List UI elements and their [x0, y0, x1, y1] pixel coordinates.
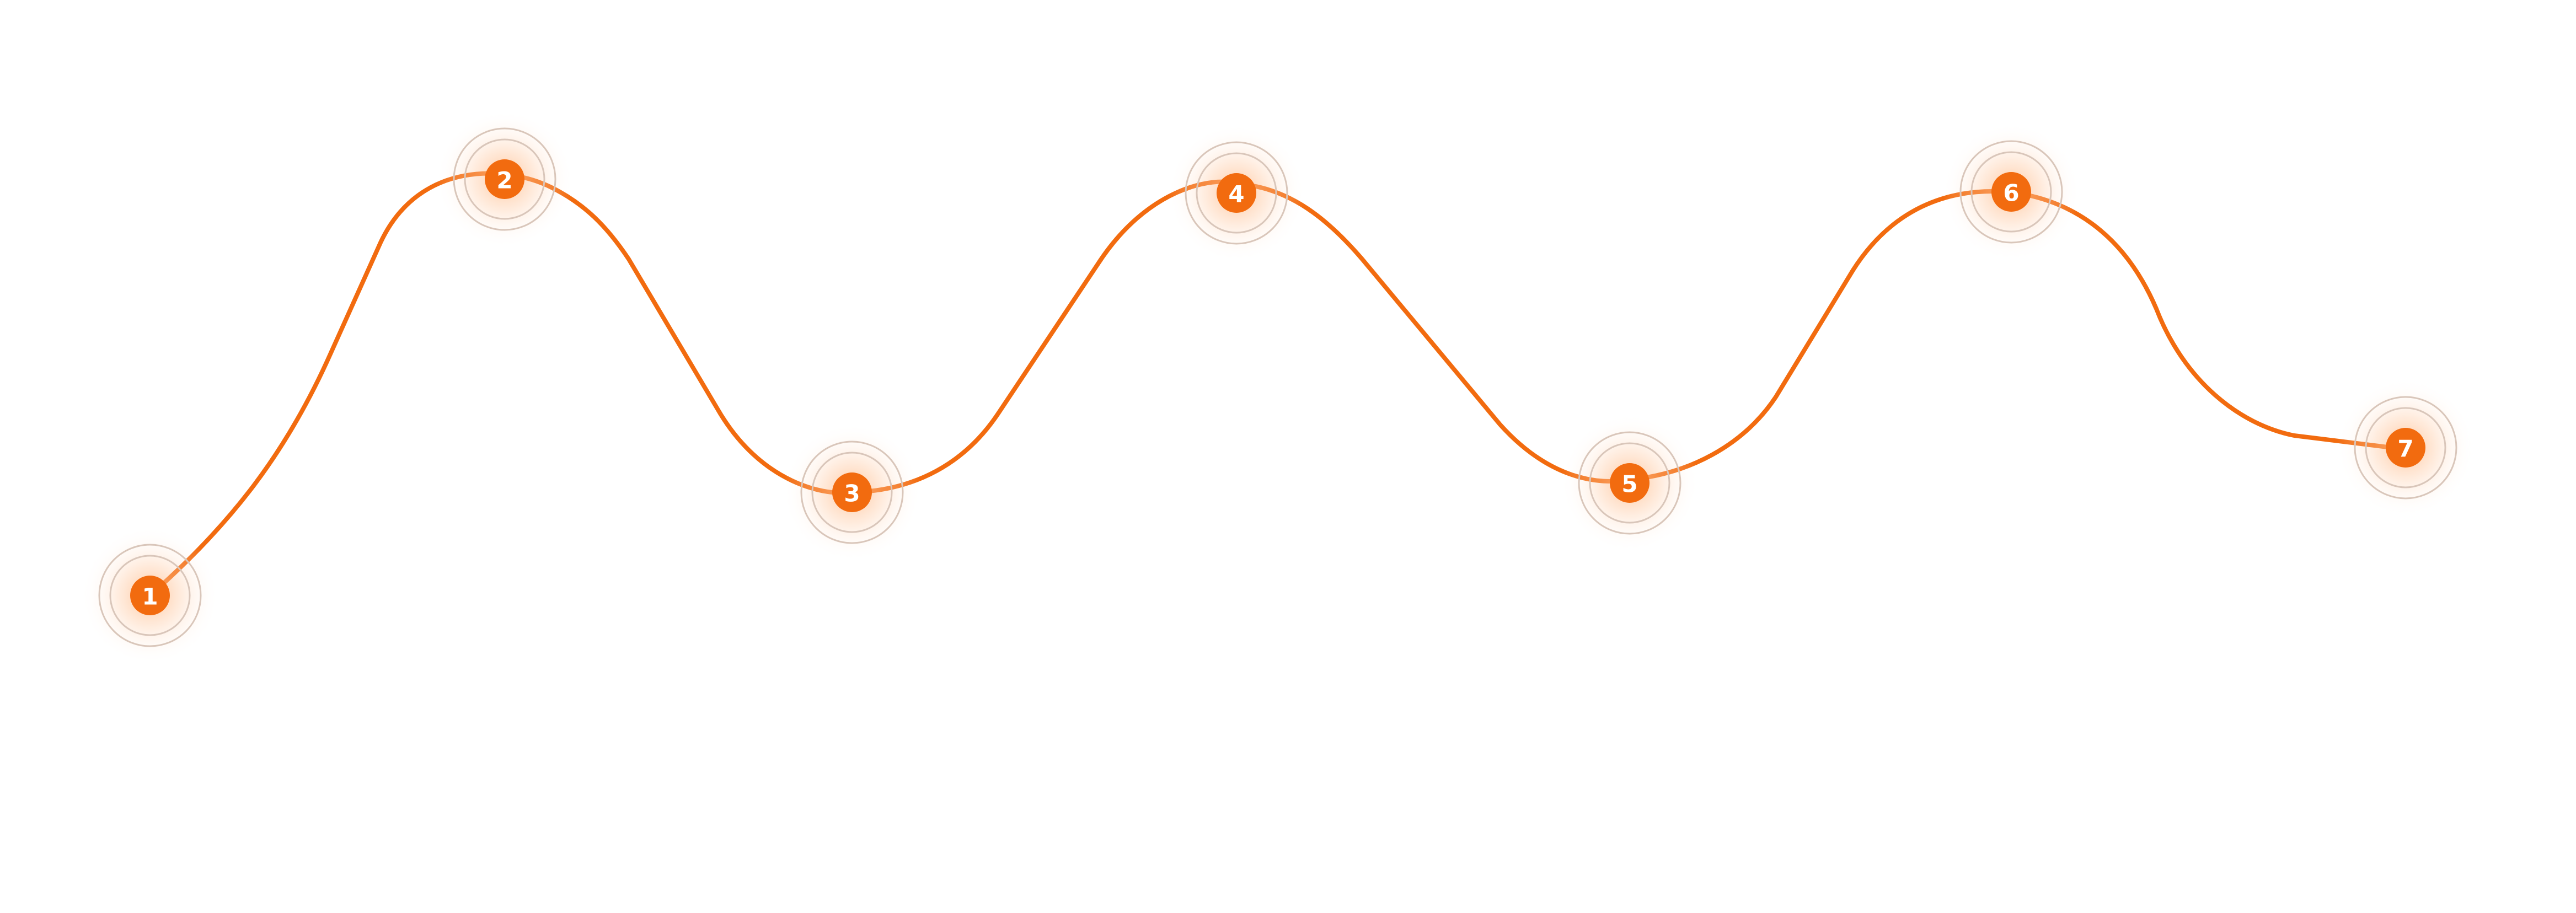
- step-7-inner-ring: [2365, 407, 2446, 488]
- step-5-marker: 5: [1561, 414, 1699, 552]
- step-6-inner-ring: [1970, 151, 2052, 233]
- step-4-badge: [1217, 173, 1256, 213]
- step-1-marker: 1: [81, 527, 219, 664]
- step-6-outer-ring: [1959, 140, 2063, 244]
- step-7-marker: 7: [2337, 379, 2475, 517]
- step-6-marker: 6: [1942, 123, 2080, 261]
- step-5-inner-ring: [1589, 442, 1670, 524]
- step-6-badge: [1991, 172, 2031, 212]
- step-3-badge: [832, 472, 872, 512]
- step-1-badge: [130, 576, 170, 615]
- step-2-outer-ring: [453, 127, 556, 231]
- step-7-number: 7: [2397, 436, 2413, 463]
- step-2-inner-ring: [464, 138, 545, 220]
- step-3-number: 3: [844, 480, 860, 507]
- step-5-number: 5: [1621, 471, 1637, 498]
- steps-layer: 1 2 3 4 5: [81, 110, 2475, 664]
- step-2-number: 2: [496, 167, 512, 194]
- step-3-outer-ring: [800, 441, 904, 544]
- step-3-marker: 3: [783, 423, 921, 561]
- step-6-number: 6: [2003, 180, 2019, 207]
- step-1-number: 1: [142, 583, 158, 610]
- step-7-badge: [2386, 428, 2425, 468]
- step-5-outer-ring: [1578, 431, 1681, 535]
- step-4-inner-ring: [1196, 152, 1277, 234]
- step-5-badge: [1610, 463, 1650, 503]
- step-7-outer-ring: [2354, 396, 2457, 500]
- step-4-number: 4: [1228, 181, 1244, 208]
- step-4-marker: 4: [1167, 124, 1305, 262]
- step-4-outer-ring: [1185, 141, 1288, 245]
- step-3-inner-ring: [811, 452, 893, 533]
- step-1-inner-ring: [109, 555, 191, 636]
- step-1-outer-ring: [98, 544, 202, 647]
- step-2-marker: 2: [436, 110, 574, 248]
- step-2-badge: [485, 159, 524, 199]
